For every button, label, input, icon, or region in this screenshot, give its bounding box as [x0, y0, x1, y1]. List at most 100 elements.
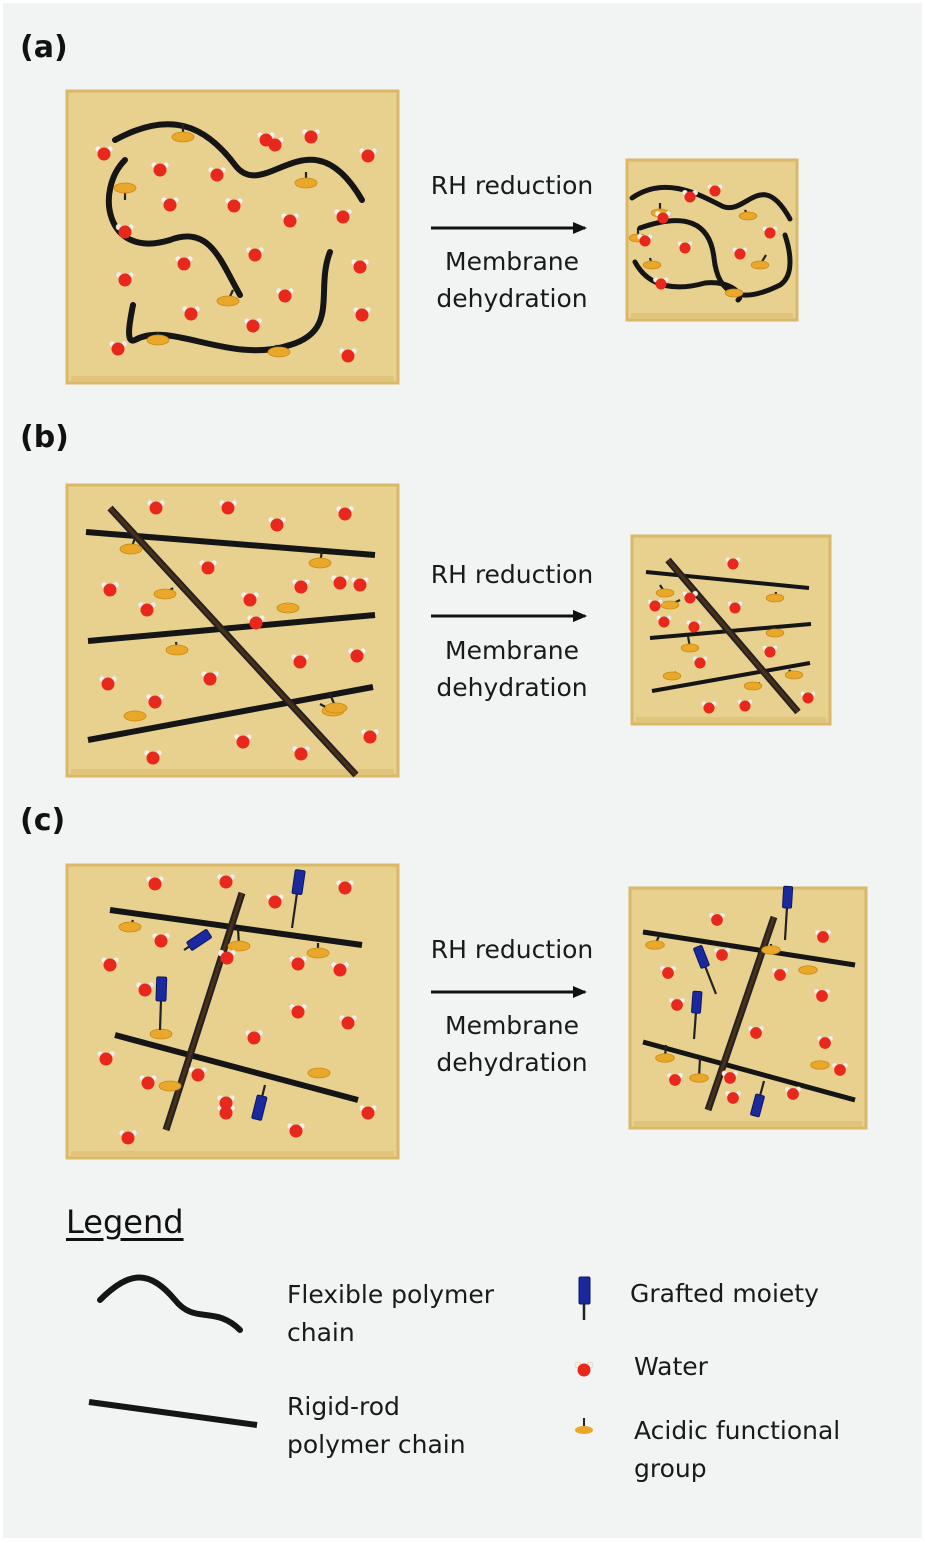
- flexible-polymer-chain: [629, 184, 793, 222]
- water-oxygen: [336, 210, 350, 224]
- water-molecule: [747, 1025, 765, 1039]
- legend-flexible-chain-icon: [97, 1274, 243, 1333]
- grafted-moiety-block: [750, 1093, 765, 1118]
- step-label-rh-reduction-a: RH reduction: [430, 171, 594, 200]
- water-molecule: [94, 145, 114, 161]
- step-label-dehydration-c: dehydration: [436, 1048, 588, 1077]
- panel-label-a: (a): [20, 30, 68, 65]
- water-molecule: [360, 728, 380, 744]
- acidic-group-head: [798, 965, 818, 975]
- acidic-group: [798, 965, 818, 975]
- acidic-group-head: [146, 334, 170, 346]
- water-oxygen: [353, 578, 367, 592]
- grafted-moiety-stem: [692, 1011, 698, 1040]
- water-oxygen: [355, 308, 369, 322]
- water-oxygen: [148, 695, 162, 709]
- water-oxygen: [289, 1124, 303, 1138]
- acidic-group-head: [724, 288, 744, 298]
- water-oxygen: [577, 1363, 591, 1377]
- water-oxygen: [694, 657, 706, 669]
- acidic-group: [158, 1080, 182, 1092]
- grafted-moiety-stem: [703, 965, 718, 995]
- water-oxygen: [361, 1106, 375, 1120]
- water-molecule: [677, 240, 693, 254]
- rigid-rod-chain-crossing: [107, 505, 359, 778]
- rigid-rod-core: [666, 559, 800, 713]
- acidic-group: [118, 919, 142, 933]
- acidic-group-head: [276, 602, 300, 614]
- legend-acidic-group-label-2: group: [634, 1454, 707, 1483]
- grafted-moiety: [155, 976, 168, 1031]
- water-molecule: [200, 670, 220, 686]
- water-oxygen: [118, 273, 132, 287]
- grafted-moiety: [782, 885, 794, 941]
- grafted-moiety-stem: [783, 906, 789, 941]
- water-molecule: [188, 1066, 208, 1082]
- rigid-rod-chain-crossing: [665, 557, 801, 715]
- rigid-rod-chain: [651, 661, 811, 693]
- water-molecule: [771, 967, 789, 981]
- water-oxygen: [764, 227, 776, 239]
- water-molecule: [686, 619, 702, 633]
- water-oxygen: [294, 580, 308, 594]
- legend-flexible-chain-label-2: chain: [287, 1318, 355, 1347]
- water-oxygen: [729, 602, 741, 614]
- water-molecule: [96, 1050, 116, 1066]
- water-molecule: [762, 644, 778, 658]
- step-label-rh-reduction-c: RH reduction: [430, 935, 594, 964]
- water-molecule: [150, 161, 170, 177]
- water-molecule: [115, 271, 135, 287]
- rigid-rod-chain: [642, 929, 856, 968]
- water-oxygen: [657, 212, 669, 224]
- membrane-box-c-hydrated-shade: [71, 1151, 394, 1156]
- acidic-group-head: [750, 260, 770, 270]
- membrane-box-b-dehydrated-shade: [636, 717, 826, 722]
- grafted-moiety: [693, 945, 718, 995]
- water-molecule: [143, 749, 163, 765]
- flexible-polymer-chain: [105, 157, 243, 298]
- grafted-moiety: [251, 1084, 268, 1121]
- water-molecule: [118, 1129, 138, 1145]
- acidic-group: [227, 927, 251, 952]
- water-oxygen: [817, 931, 829, 943]
- acidic-group: [655, 584, 675, 598]
- acidic-group-head: [765, 593, 785, 603]
- rigid-rod-chain: [645, 570, 810, 590]
- water-molecule: [240, 591, 260, 607]
- step-label-dehydration-a: dehydration: [436, 284, 588, 313]
- acidic-group: [784, 669, 804, 680]
- acidic-group: [324, 691, 348, 714]
- water-oxygen: [140, 603, 154, 617]
- water-molecule: [135, 981, 155, 997]
- water-molecule: [286, 1122, 306, 1138]
- water-molecule: [243, 317, 263, 333]
- water-molecule: [666, 1072, 684, 1086]
- grafted-moiety: [290, 869, 306, 929]
- water-oxygen: [669, 1074, 681, 1086]
- water-oxygen: [210, 168, 224, 182]
- acidic-group: [306, 943, 330, 959]
- legend-rigid-rod-icon: [88, 1399, 258, 1428]
- water-molecule: [181, 305, 201, 321]
- water-oxygen: [243, 593, 257, 607]
- grafted-moiety-block: [186, 929, 212, 951]
- water-oxygen: [201, 561, 215, 575]
- water-molecule: [138, 1074, 158, 1090]
- rigid-rod-chain: [87, 684, 374, 743]
- water-molecule: [216, 873, 236, 889]
- water-oxygen: [101, 677, 115, 691]
- water-molecule: [333, 208, 353, 224]
- water-molecule: [288, 1003, 308, 1019]
- water-oxygen: [103, 958, 117, 972]
- water-oxygen: [248, 248, 262, 262]
- water-molecule: [800, 690, 816, 704]
- water-molecule: [692, 655, 708, 669]
- water-molecule: [108, 340, 128, 356]
- water-oxygen: [774, 969, 786, 981]
- water-oxygen: [734, 248, 746, 260]
- water-oxygen: [655, 278, 667, 290]
- water-molecule: [659, 965, 677, 979]
- water-molecule: [338, 1014, 358, 1030]
- water-oxygen: [148, 877, 162, 891]
- water-molecule: [246, 614, 266, 630]
